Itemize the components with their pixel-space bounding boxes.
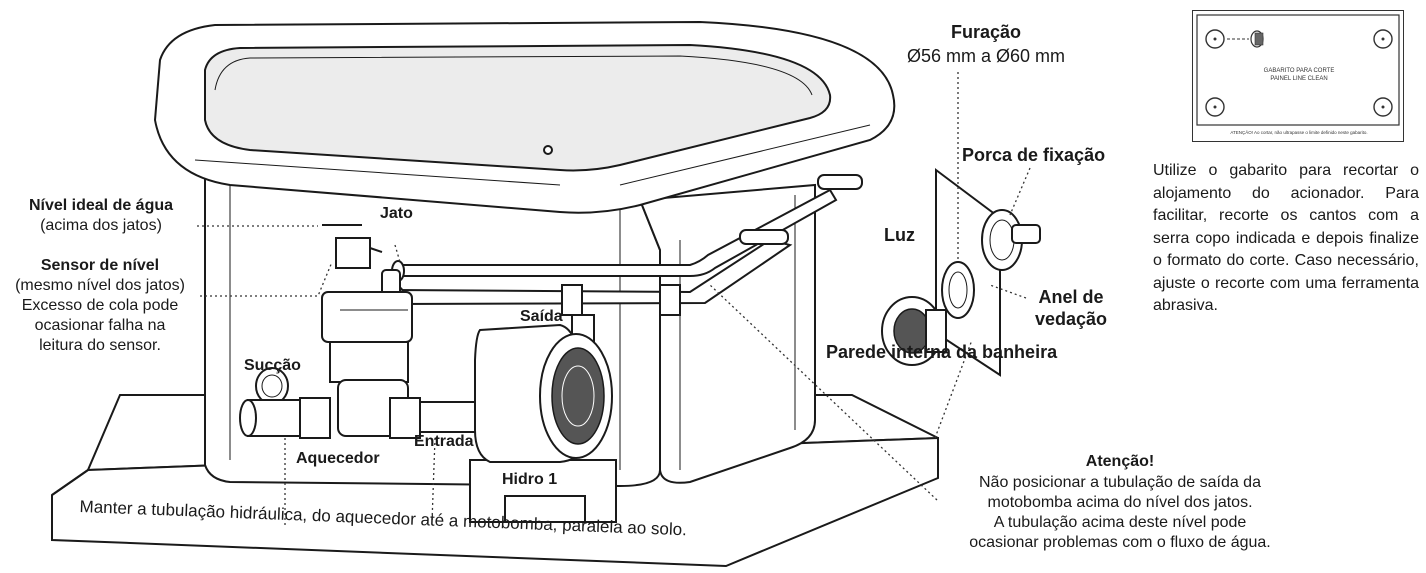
cutting-template: GABARITO PARA CORTE PAINEL LINE CLEAN AT… — [1192, 10, 1404, 142]
succao-label: Sucção — [244, 357, 301, 374]
water-pipes — [381, 174, 863, 386]
template-drawing — [1196, 14, 1400, 126]
attention-title: Atenção! — [1085, 453, 1155, 470]
nivel-title: Nível ideal de água — [28, 197, 174, 214]
entrada-label: Entrada — [414, 433, 474, 450]
leader-lines — [197, 72, 1031, 525]
furacao-size: Ø56 mm a Ø60 mm — [906, 46, 1066, 66]
sensor-note-3: leitura do sensor. — [39, 337, 161, 354]
attention-line-3: A tubulação acima deste nível pode — [993, 514, 1247, 531]
light-fitting — [881, 168, 1041, 377]
usage-instructions: Utilize o gabarito para recortar o aloja… — [1153, 162, 1419, 314]
sensor-note-1: Excesso de cola pode — [21, 297, 179, 314]
sensor-title: Sensor de nível — [40, 257, 160, 274]
attention-line-2: motobomba acima do nível dos jatos. — [987, 494, 1253, 511]
nivel-sub: (acima dos jatos) — [40, 217, 162, 234]
level-sensor — [322, 224, 383, 269]
template-line-1: GABARITO PARA CORTE — [1263, 68, 1335, 74]
porca-label: Porca de fixação — [962, 145, 1106, 165]
anel-label-2: vedação — [1034, 309, 1108, 329]
bathtub — [153, 20, 896, 488]
attention-line-1: Não posicionar a tubulação de saída da — [979, 474, 1261, 491]
jato-label: Jato — [380, 205, 413, 222]
heater-assembly — [239, 291, 491, 439]
aquecedor-label: Aquecedor — [296, 450, 380, 467]
hidro-label: Hidro 1 — [502, 471, 558, 488]
saida-label: Saída — [520, 308, 563, 325]
furacao-title: Furação — [950, 22, 1022, 42]
sensor-sub: (mesmo nível dos jatos) — [15, 277, 185, 294]
motor-pump — [469, 323, 617, 523]
attention-line-4: ocasionar problemas com o fluxo de água. — [969, 534, 1271, 551]
anel-label-1: Anel de — [1038, 287, 1104, 307]
template-line-2: PAINEL LINE CLEAN — [1270, 76, 1328, 82]
sensor-note-2: ocasionar falha na — [34, 317, 166, 334]
parede-label: Parede interna da banheira — [826, 342, 1058, 362]
template-footer: ATENÇÃO! Ao cortar, não ultrapasse o lim… — [1230, 130, 1368, 135]
luz-label: Luz — [884, 225, 915, 245]
